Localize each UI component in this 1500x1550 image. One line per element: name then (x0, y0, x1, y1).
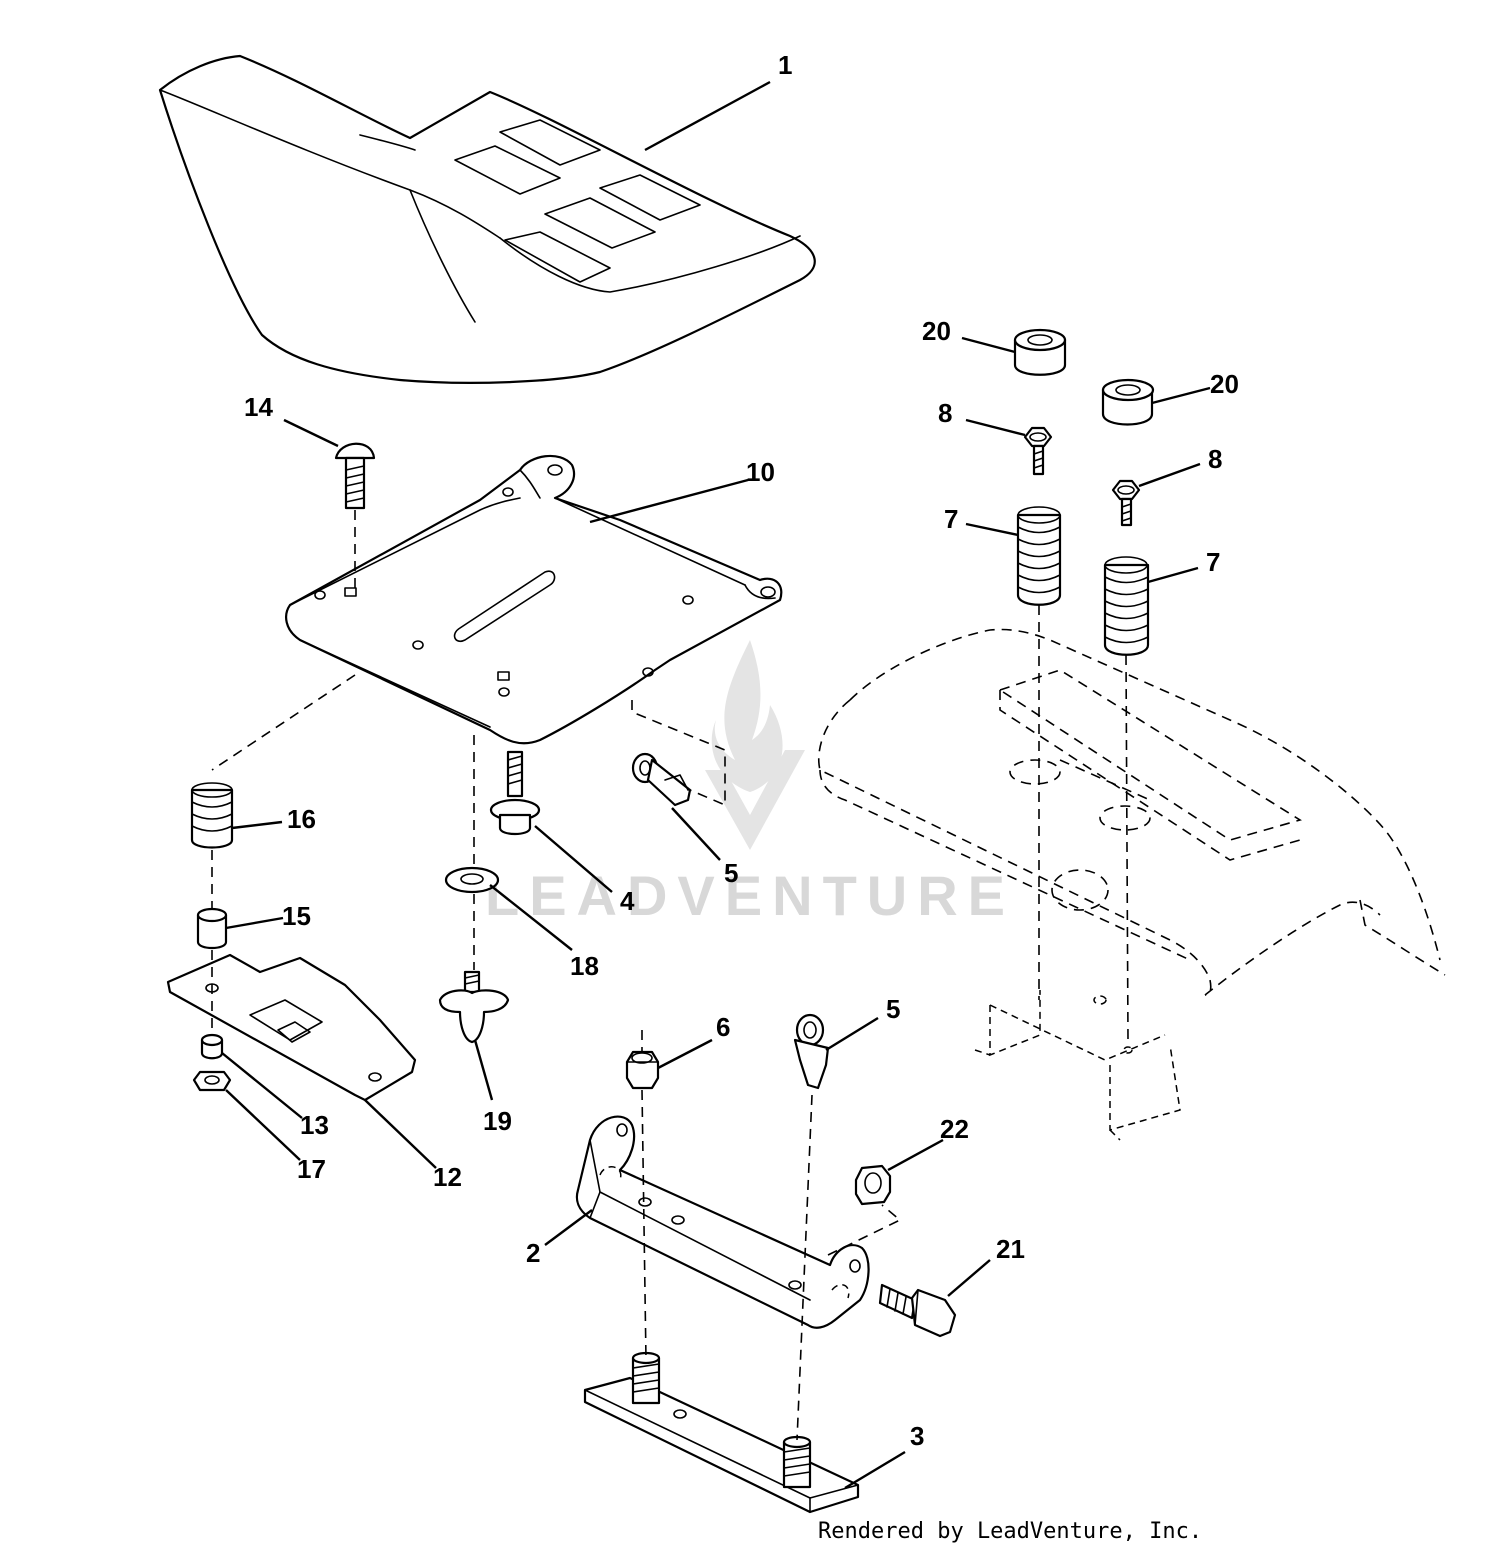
bumper-left (1013, 328, 1067, 376)
callout-labels: 1 2 3 4 5 5 6 7 7 8 8 10 12 13 14 15 16 … (244, 50, 1239, 1451)
callout-8-right: 8 (1208, 444, 1222, 474)
callout-3: 3 (910, 1421, 924, 1451)
credit-text: Rendered by LeadVenture, Inc. (818, 1519, 1202, 1544)
screw-8-left (1023, 426, 1053, 476)
callout-5-upper: 5 (724, 858, 738, 888)
callout-4: 4 (620, 886, 635, 916)
callout-21: 21 (996, 1234, 1025, 1264)
nut-17 (192, 1070, 232, 1092)
callout-20-left: 20 (922, 316, 951, 346)
centerlines (211, 510, 1129, 1441)
washer-18 (444, 866, 500, 894)
callout-20-right: 20 (1210, 369, 1239, 399)
callout-7-left: 7 (944, 504, 958, 534)
callout-12: 12 (433, 1162, 462, 1192)
callout-18: 18 (570, 951, 599, 981)
callout-8-left: 8 (938, 398, 952, 428)
seat-bracket (575, 1115, 870, 1329)
carriage-bolt (334, 442, 376, 510)
base-plate (583, 1351, 860, 1514)
callout-14: 14 (244, 392, 273, 422)
seat-pan (285, 454, 783, 745)
callout-2: 2 (526, 1238, 540, 1268)
callout-19: 19 (483, 1106, 512, 1136)
screw-8-right (1111, 479, 1141, 527)
knob-19 (438, 970, 510, 1044)
nut-13 (200, 1033, 224, 1060)
leader-lines (221, 80, 1211, 1490)
shoulder-bolt (878, 1283, 957, 1338)
watermark: LEADVENTURE (485, 640, 1015, 927)
fender-phantom (818, 628, 1446, 1141)
nut-22 (854, 1164, 892, 1206)
callout-7-right: 7 (1206, 547, 1220, 577)
callout-10: 10 (746, 457, 775, 487)
callout-1: 1 (778, 50, 792, 80)
slide-plate (166, 953, 417, 1102)
watermark-text: LEADVENTURE (485, 864, 1015, 927)
spring-16 (190, 782, 234, 849)
spring-left (1016, 506, 1062, 606)
spacer-15 (196, 907, 228, 950)
screw-4 (489, 750, 541, 836)
bumper-right (1101, 378, 1155, 426)
callout-6: 6 (716, 1012, 730, 1042)
callout-13: 13 (300, 1110, 329, 1140)
callout-16: 16 (287, 804, 316, 834)
callout-22: 22 (940, 1114, 969, 1144)
spring-right (1103, 556, 1150, 656)
locknut-6 (625, 1050, 660, 1090)
callout-5-lower: 5 (886, 994, 900, 1024)
seat (158, 54, 816, 384)
clip-lower (793, 1013, 830, 1090)
callout-17: 17 (297, 1154, 326, 1184)
callout-15: 15 (282, 901, 311, 931)
clip-upper (631, 752, 692, 807)
